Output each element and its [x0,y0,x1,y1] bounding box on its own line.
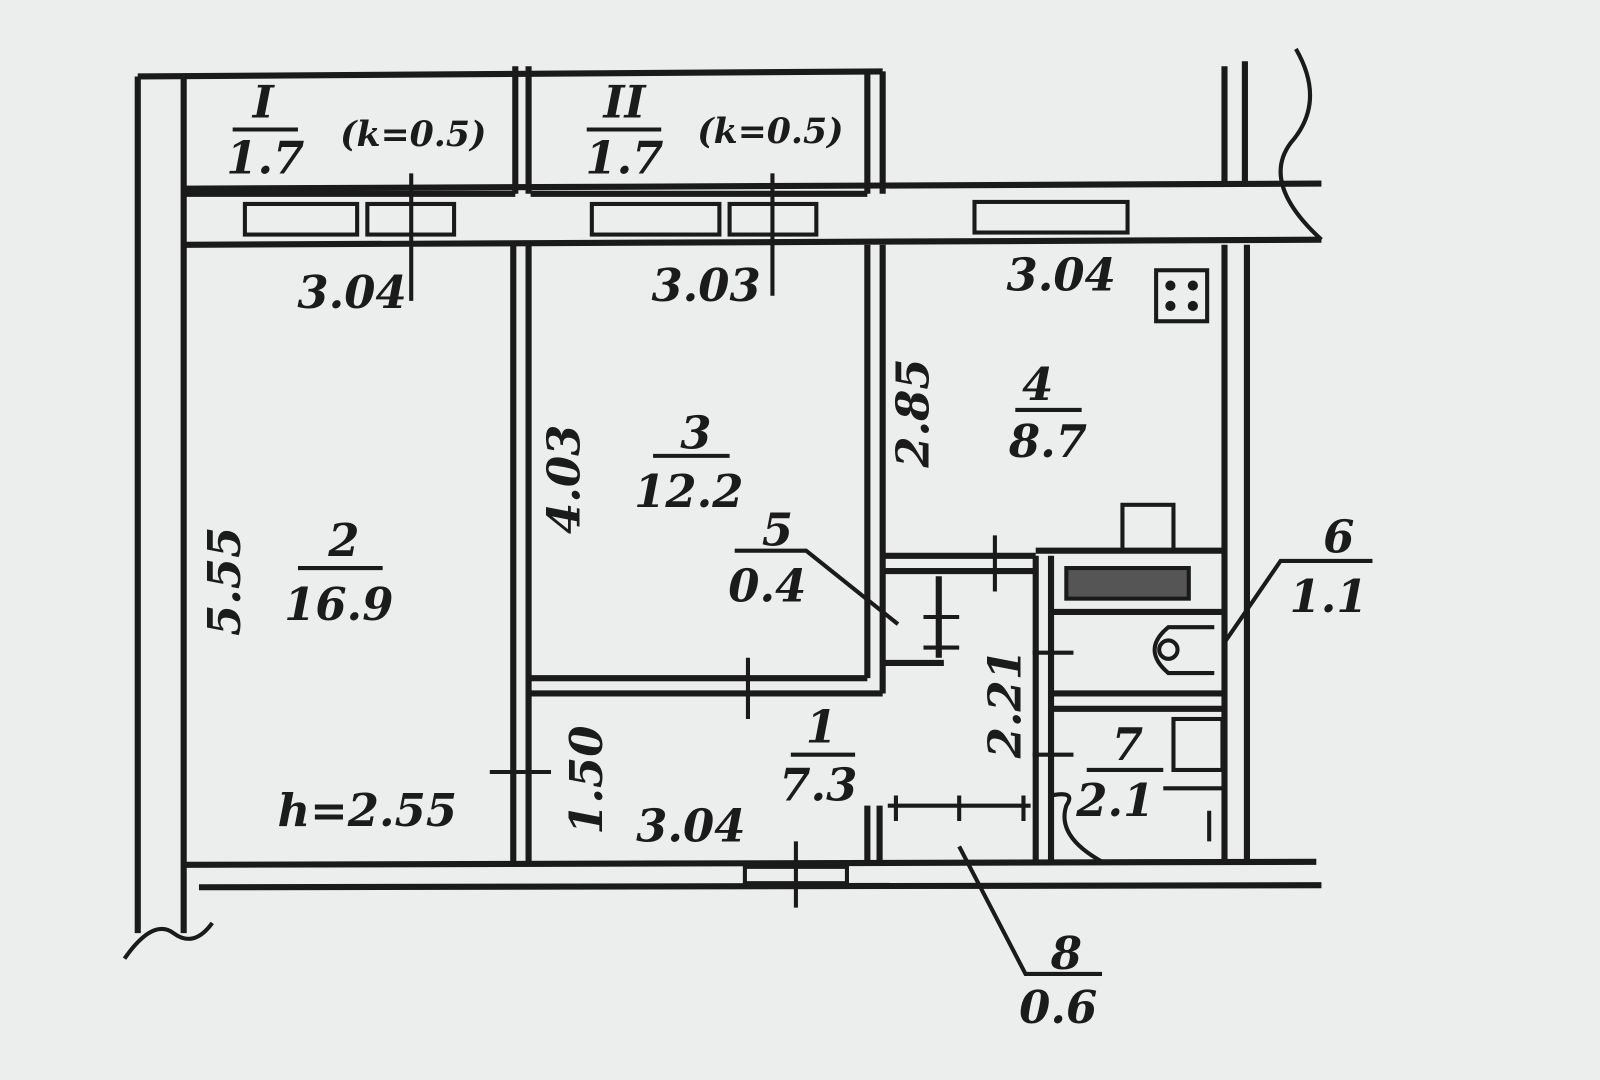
dim-hall-depth: 1.50 [560,726,613,835]
room-3-number: 3 [680,407,711,460]
room-6-area: 1.1 [1290,570,1368,623]
balcony-1-area: 1.7 [226,131,304,184]
room-5-number: 5 [762,504,793,557]
dim-room2-depth: 5.55 [198,527,251,636]
balcony-2-number: II [601,75,647,128]
room-2-area: 16.9 [284,578,393,631]
dim-kitchen-depth: 2.85 [887,358,940,468]
balcony-1-coef: (k=0.5) [340,114,486,155]
balcony-2-area: 1.7 [585,131,663,184]
dim-ceiling-height: h=2.55 [278,784,458,837]
dim-room3-width: 3.03 [651,259,760,312]
balcony-1-number: I [251,75,276,128]
dim-hall-width: 3.04 [636,799,745,852]
room-6-number: 6 [1323,511,1354,564]
dim-kitchen-width: 3.04 [1007,249,1116,302]
balcony-2-coef: (k=0.5) [697,111,843,152]
room-1-number: 1 [806,700,837,753]
walls [122,47,1373,976]
room-3-area: 12.2 [634,465,743,518]
room-4-area: 8.7 [1008,415,1087,468]
dim-room2-width: 3.04 [297,266,406,319]
dim-room3-depth: 4.03 [538,425,591,534]
dim-corridor-length: 2.21 [978,649,1031,759]
room-1-area: 7.3 [779,759,857,812]
room-2-number: 2 [327,514,359,567]
room-4-number: 4 [1022,358,1053,411]
room-8-area: 0.6 [1019,981,1097,1034]
labels: I 1.7 (k=0.5) II 1.7 (k=0.5) 3.04 3.03 3… [198,75,1368,1034]
room-7-area: 2.1 [1075,774,1154,827]
room-5-area: 0.4 [728,560,806,613]
room-8-number: 8 [1050,927,1082,980]
room-7-number: 7 [1112,718,1143,771]
